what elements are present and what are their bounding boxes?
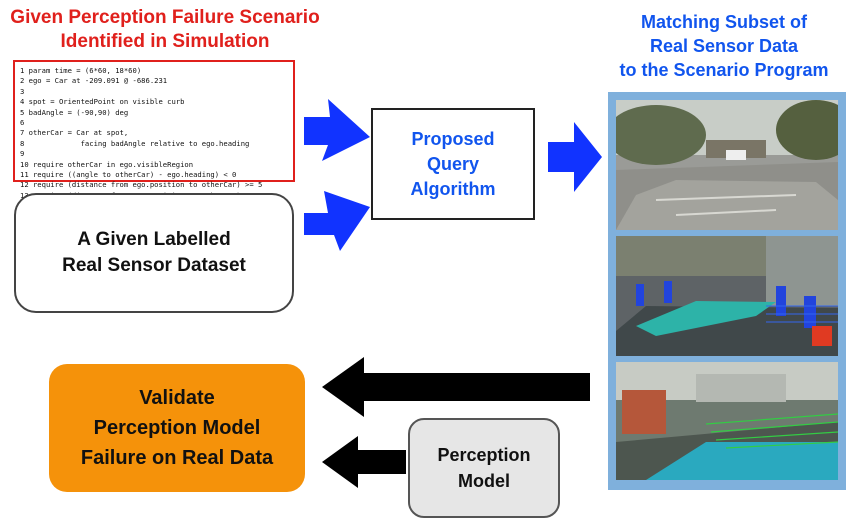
code-line: 2 ego = Car at -209.091 @ -686.231 [20,76,168,86]
lidar-truck-image [616,362,838,480]
code-line: 4 spot = OrientedPoint on visible curb [20,97,185,107]
code-line: 5 badAngle = (-90,90) deg [20,107,129,117]
validate-model-box: Validate Perception Model Failure on Rea… [49,364,305,492]
code-line: 3 [20,86,25,96]
scenario-code: 1 param time = (6*60, 18*60)2 ego = Car … [20,66,288,201]
real-sensor-images-panel [608,92,846,490]
query-algorithm-box: Proposed Query Algorithm [371,108,535,220]
flow-arrow-blue-right [548,122,602,192]
flow-arrow-black-top [322,357,590,417]
perception-model-box: Perception Model [408,418,560,518]
code-line: 6 [20,118,25,128]
scenario-title: Given Perception Failure Scenario Identi… [10,7,320,52]
code-line: 7 otherCar = Car at spot, [20,128,129,138]
flow-arrow-blue-top [304,99,370,161]
code-line: 10 require otherCar in ego.visibleRegion [20,159,194,169]
street-scene-image [616,100,838,230]
code-line: 12 require (distance from ego.position t… [20,180,263,190]
matching-subset-title: Matching Subset of Real Sensor Data to t… [619,12,829,80]
code-line: 11 require ((angle to otherCar) - ego.he… [20,170,237,180]
code-line: 8 facing badAngle relative to ego.headin… [20,138,250,148]
lidar-pedestrians-image [616,236,838,356]
dataset-box: A Given Labelled Real Sensor Dataset [14,193,294,313]
scenario-code-box: 1 param time = (6*60, 18*60)2 ego = Car … [13,60,295,200]
flow-arrow-black-bottom [322,436,406,488]
flow-arrow-blue-bottom [304,191,370,251]
code-line: 1 param time = (6*60, 18*60) [20,66,142,75]
code-line: 9 [20,149,25,159]
